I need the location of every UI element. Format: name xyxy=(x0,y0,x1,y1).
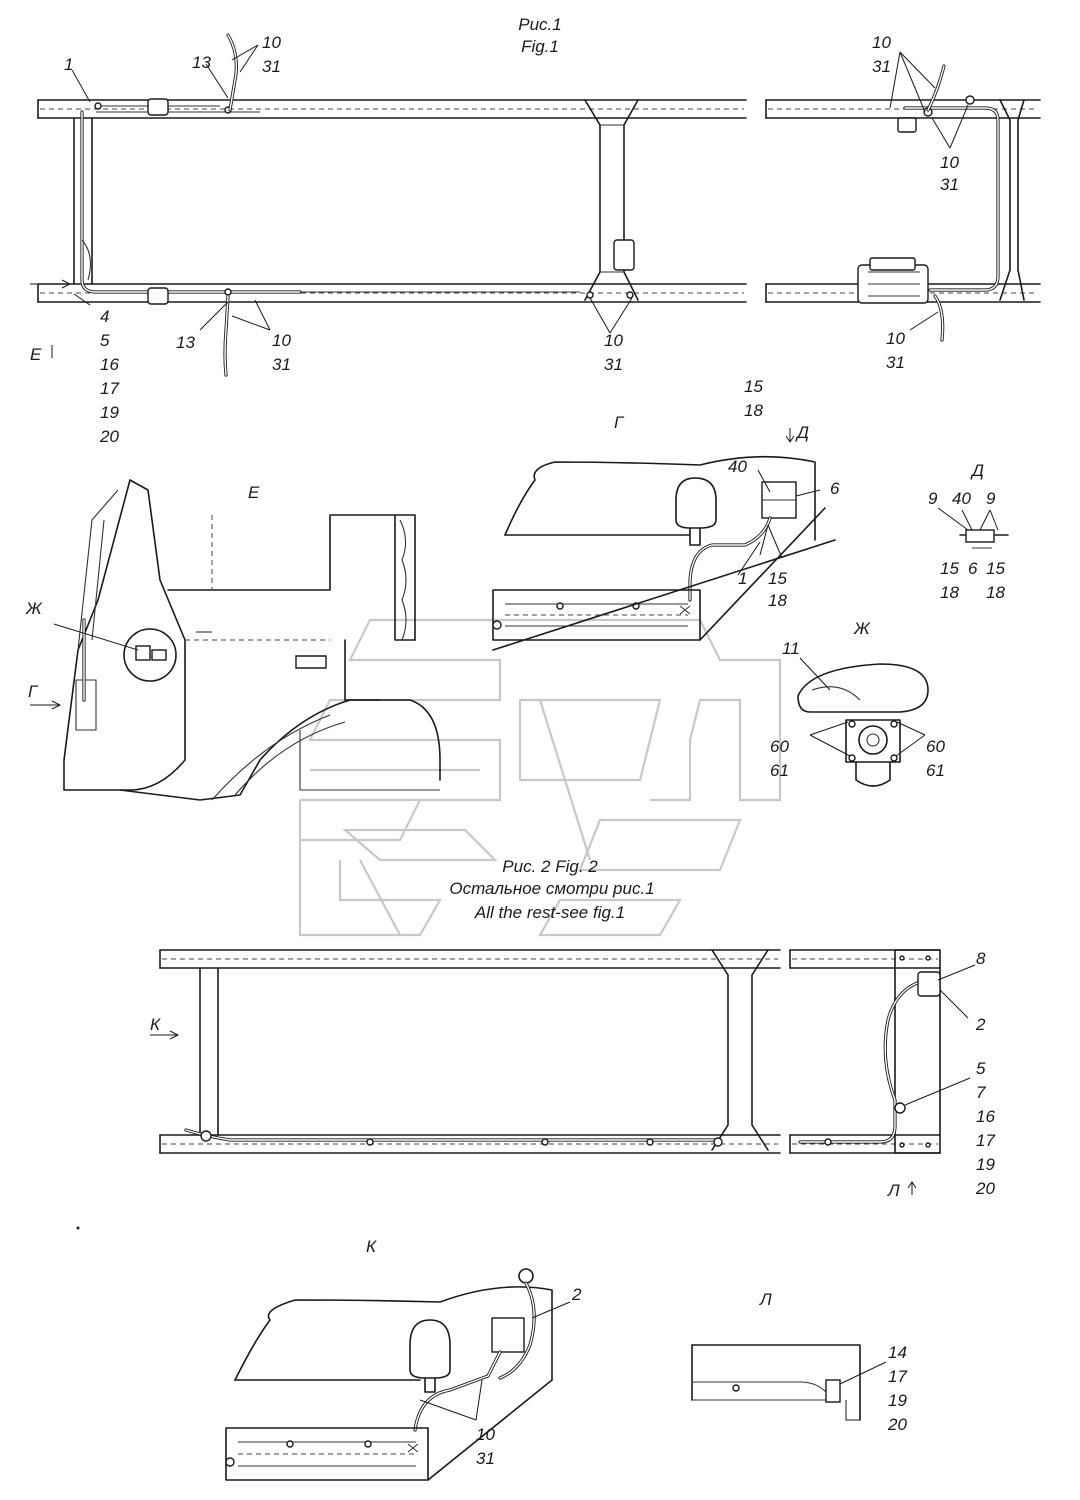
callout: 61 xyxy=(926,761,945,780)
callout: 10 xyxy=(272,331,291,350)
callout: 15 xyxy=(744,377,763,396)
callout: 20 xyxy=(975,1179,995,1198)
view-label-e: Е xyxy=(248,483,260,502)
callout: 40 xyxy=(728,457,747,476)
callout: 1 xyxy=(64,55,73,74)
callout: 5 xyxy=(976,1059,986,1078)
callout: 17 xyxy=(888,1367,907,1386)
callout: 31 xyxy=(272,355,291,374)
callout-numbers: 1 13 10 31 10 31 10 31 4 5 16 17 19 20 1… xyxy=(64,33,1005,1468)
callout: 60 xyxy=(770,737,789,756)
view-e-cab xyxy=(30,479,441,801)
callout: 14 xyxy=(888,1343,907,1362)
view-label-g: Г xyxy=(614,413,625,432)
titles: Рис.1 Fig.1 Рис. 2 Fig. 2 Остальное смот… xyxy=(449,15,654,922)
callout: 13 xyxy=(176,333,195,352)
callout: 10 xyxy=(604,331,623,350)
view-zh-detail xyxy=(797,657,929,787)
callout: 10 xyxy=(872,33,891,52)
view-d-detail xyxy=(937,507,1009,549)
callout: 15 xyxy=(768,569,787,588)
view-label-l-arrow: Л xyxy=(887,1181,900,1200)
callout: 18 xyxy=(768,591,787,610)
callout: 7 xyxy=(976,1083,986,1102)
callout: 9 xyxy=(986,489,996,508)
view-l-detail xyxy=(691,1344,887,1421)
fig1-title-ru: Рис.1 xyxy=(518,15,561,34)
callout: 31 xyxy=(940,175,959,194)
callout: 40 xyxy=(952,489,971,508)
callout: 5 xyxy=(100,331,110,350)
view-label-e-arrow: Е xyxy=(30,345,42,364)
view-label-k-arrow: К xyxy=(150,1015,161,1034)
view-letters: Е Е Г Г Д Д Ж Ж К К Л Л xyxy=(25,345,984,1309)
callout: 31 xyxy=(872,57,891,76)
callout: 31 xyxy=(476,1449,495,1468)
view-label-l: Л xyxy=(759,1290,772,1309)
view-label-d: Д xyxy=(970,461,984,480)
callout: 15 xyxy=(940,559,959,578)
fig2-frame xyxy=(150,949,976,1195)
callout: 9 xyxy=(928,489,938,508)
callout: 2 xyxy=(975,1015,986,1034)
callout: 10 xyxy=(886,329,905,348)
view-label-d-arrow: Д xyxy=(795,423,809,442)
callout: 17 xyxy=(976,1131,995,1150)
callout: 31 xyxy=(262,57,281,76)
callout: 16 xyxy=(976,1107,995,1126)
callout: 11 xyxy=(782,639,800,658)
view-label-zh: Ж xyxy=(853,619,871,638)
callout: 10 xyxy=(476,1425,495,1444)
callout: 18 xyxy=(744,401,763,420)
callout: 19 xyxy=(100,403,119,422)
callout: 10 xyxy=(262,33,281,52)
callout: 10 xyxy=(940,153,959,172)
view-k-cab-interior xyxy=(225,1268,571,1481)
fig2-title: Рис. 2 Fig. 2 xyxy=(502,857,598,876)
callout: 6 xyxy=(968,559,978,578)
callout: 18 xyxy=(986,583,1005,602)
callout: 20 xyxy=(887,1415,907,1434)
callout: 13 xyxy=(192,53,211,72)
callout: 17 xyxy=(100,379,119,398)
view-label-zh-ref: Ж xyxy=(25,599,43,618)
callout: 18 xyxy=(940,583,959,602)
view-label-g-arrow: Г xyxy=(28,682,39,701)
callout: 31 xyxy=(604,355,623,374)
fig1-leaders xyxy=(71,44,969,334)
callout: 8 xyxy=(976,949,986,968)
fig2-note-en: All the rest-see fig.1 xyxy=(474,903,625,922)
view-g-cab-interior xyxy=(492,428,836,651)
callout: 16 xyxy=(100,355,119,374)
callout: 60 xyxy=(926,737,945,756)
view-label-k: К xyxy=(366,1237,377,1256)
fig2-note-ru: Остальное смотри рис.1 xyxy=(449,879,654,898)
callout: 6 xyxy=(830,479,840,498)
callout: 1 xyxy=(738,569,747,588)
callout: 4 xyxy=(100,307,109,326)
fig1-title-en: Fig.1 xyxy=(521,37,559,56)
callout: 31 xyxy=(886,353,905,372)
callout: 2 xyxy=(571,1285,582,1304)
callout: 61 xyxy=(770,761,789,780)
callout: 19 xyxy=(888,1391,907,1410)
callout: 15 xyxy=(986,559,1005,578)
callout: 19 xyxy=(976,1155,995,1174)
callout: 20 xyxy=(99,427,119,446)
fig1-frame xyxy=(30,33,1041,377)
